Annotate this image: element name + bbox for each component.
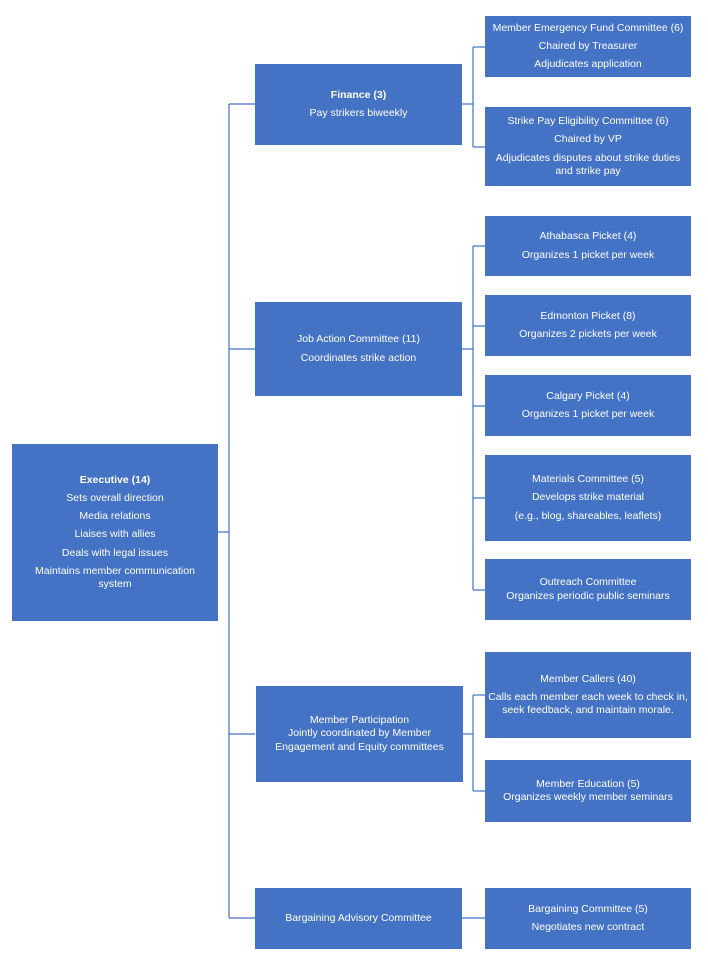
- executive-title: Executive (14): [79, 474, 151, 487]
- bargaining-committee-box: Bargaining Committee (5) Negotiates new …: [485, 888, 691, 949]
- child-title: Strike Pay Eligibility Committee (6): [507, 115, 669, 128]
- executive-box: Executive (14) Sets overall direction Me…: [12, 444, 218, 621]
- child-title: Athabasca Picket (4): [539, 230, 637, 243]
- child-line: Develops strike material: [531, 491, 645, 504]
- job-action-box: Job Action Committee (11) Coordinates st…: [255, 302, 462, 396]
- child-title: Bargaining Committee (5): [528, 902, 648, 915]
- materials-committee-box: Materials Committee (5) Develops strike …: [485, 455, 691, 541]
- child-title: Member Emergency Fund Committee (6): [492, 21, 684, 34]
- athabasca-picket-box: Athabasca Picket (4) Organizes 1 picket …: [485, 216, 691, 276]
- child-line: Organizes 1 picket per week: [521, 408, 655, 420]
- edmonton-picket-box: Edmonton Picket (8) Organizes 2 pickets …: [485, 295, 691, 356]
- executive-line: Media relations: [79, 510, 151, 523]
- member-participation-box: Member Participation Jointly coordinated…: [256, 686, 463, 782]
- finance-title: Finance (3): [330, 88, 387, 101]
- finance-line: Pay strikers biweekly: [309, 107, 408, 119]
- child-line: (e.g., blog, shareables, leaflets): [514, 509, 662, 522]
- outreach-committee-box: Outreach Committee Organizes periodic pu…: [485, 559, 691, 620]
- child-title: Member Callers (40): [540, 672, 636, 685]
- child-line: Negotiates new contract: [531, 921, 645, 933]
- child-line: Adjudicates application: [534, 58, 642, 71]
- job-action-title: Job Action Committee (11): [297, 333, 420, 346]
- member-callers-box: Member Callers (40) Calls each member ea…: [485, 652, 691, 738]
- executive-line: Sets overall direction: [66, 492, 164, 505]
- member-education-box: Member Education (5) Organizes weekly me…: [485, 760, 691, 822]
- member-participation-line: Jointly coordinated by Member Engagement…: [275, 727, 444, 753]
- child-title: Edmonton Picket (8): [540, 309, 636, 322]
- finance-box: Finance (3) Pay strikers biweekly: [255, 64, 462, 145]
- executive-line: Liaises with allies: [74, 528, 156, 541]
- child-title: Materials Committee (5): [531, 473, 645, 486]
- bargaining-advisory-title: Bargaining Advisory Committee: [285, 911, 432, 924]
- executive-line: Deals with legal issues: [61, 546, 169, 559]
- job-action-line: Coordinates strike action: [300, 351, 417, 364]
- calgary-picket-box: Calgary Picket (4) Organizes 1 picket pe…: [485, 375, 691, 436]
- child-line: Chaired by Treasurer: [538, 39, 638, 52]
- executive-line: Maintains member communication system: [35, 564, 195, 590]
- child-line: Organizes 1 picket per week: [521, 248, 655, 261]
- child-line: Adjudicates disputes about strike duties…: [495, 151, 681, 177]
- child-line: Chaired by VP: [554, 133, 622, 146]
- child-line: Organizes 2 pickets per week: [519, 328, 657, 340]
- strike-pay-eligibility-box: Strike Pay Eligibility Committee (6) Cha…: [485, 107, 691, 186]
- member-participation-title: Member Participation: [309, 714, 410, 727]
- child-title: Outreach Committee: [539, 576, 637, 589]
- member-emergency-fund-box: Member Emergency Fund Committee (6) Chai…: [485, 16, 691, 77]
- bargaining-advisory-box: Bargaining Advisory Committee: [255, 888, 462, 949]
- child-line: Organizes periodic public seminars: [506, 589, 670, 602]
- child-title: Member Education (5): [536, 777, 640, 790]
- child-line: Calls each member each week to check in,…: [488, 690, 688, 717]
- child-title: Calgary Picket (4): [546, 389, 630, 402]
- child-line: Organizes weekly member seminars: [503, 791, 673, 803]
